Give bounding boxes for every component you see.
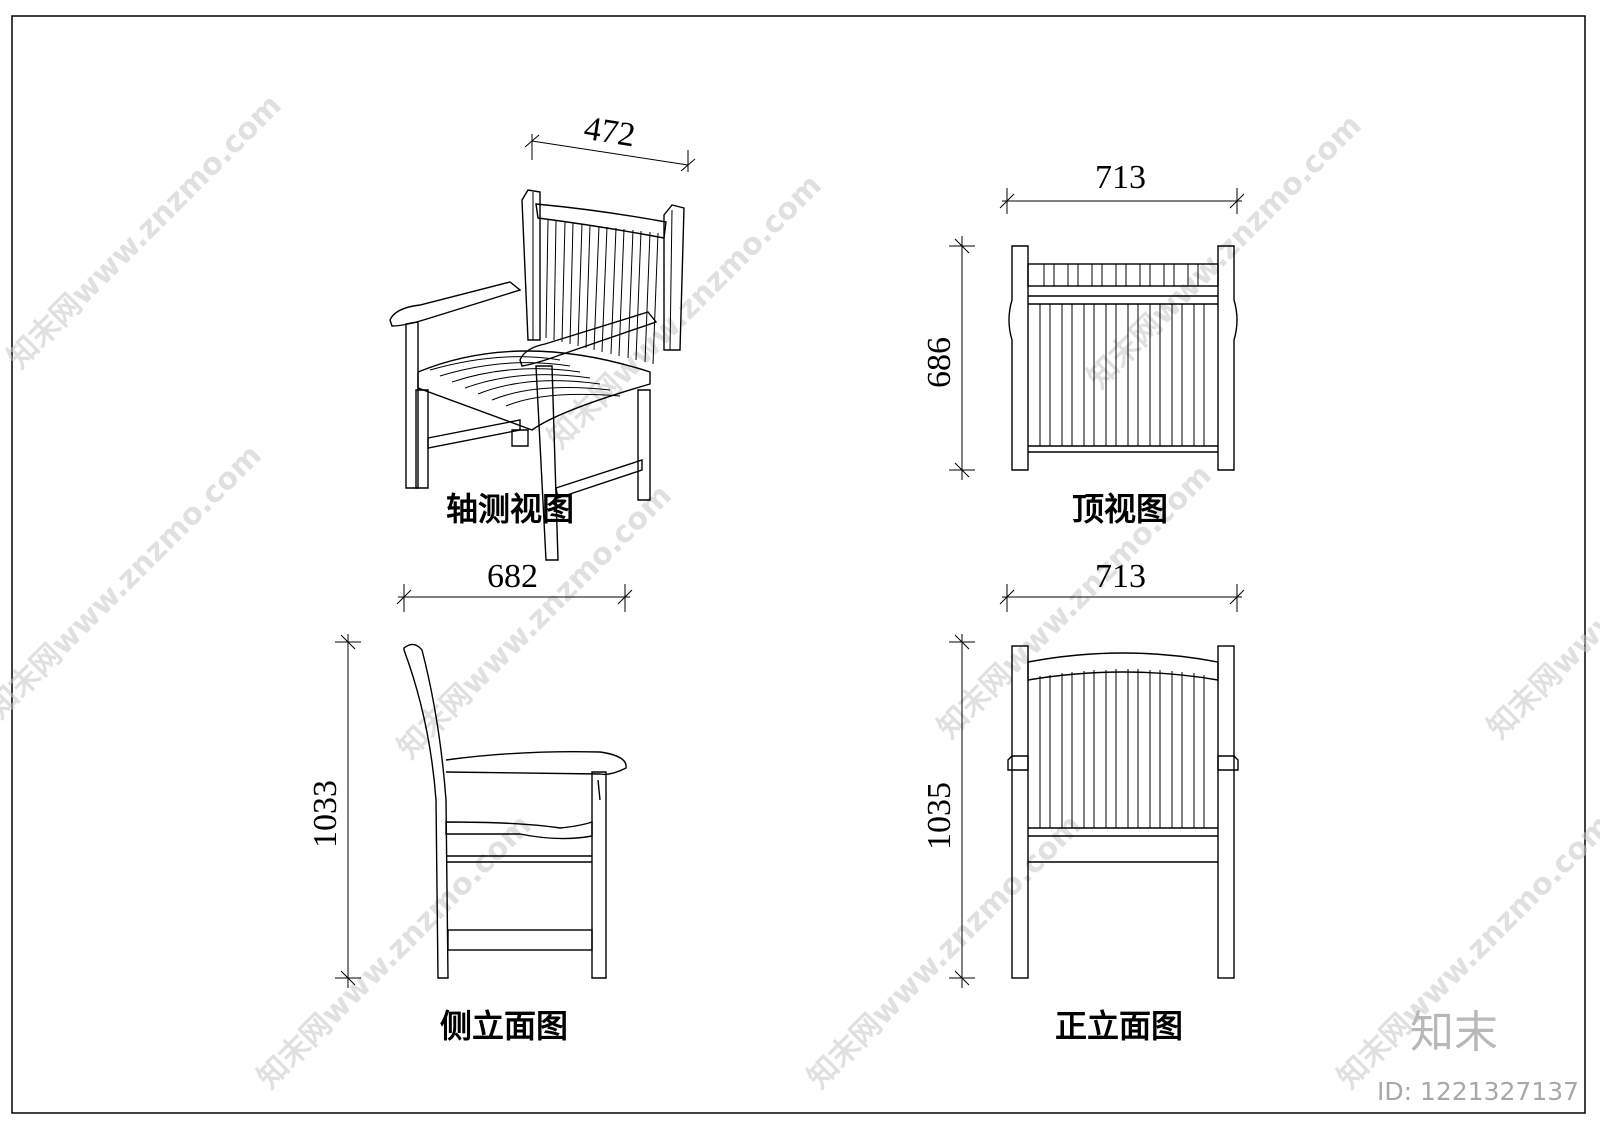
dim-front-width-text: 713 (1095, 558, 1146, 595)
dim-axonometric-width: 472 (524, 110, 696, 172)
top-view: 713 686 (921, 159, 1245, 528)
brand-logo: 知末 (1410, 1007, 1498, 1058)
watermark-text: 知末网www.znzmo.com (1081, 108, 1369, 396)
dim-top-width: 713 (999, 159, 1245, 214)
chair-front-drawing (1007, 645, 1239, 979)
watermark-text: 知末网www.znzmo.com (541, 168, 829, 456)
sheet-border (11, 15, 1586, 1114)
watermark-text: 知末网www.znzmo.com (801, 808, 1089, 1096)
chair-top-drawing (1008, 245, 1238, 471)
watermark-layer: 知末网www.znzmo.com 知末网www.znzmo.com 知末网www… (0, 88, 1600, 1096)
chair-axonometric-drawing (389, 189, 685, 561)
dim-side-height: 1033 (307, 634, 361, 988)
dim-front-height-text: 1035 (921, 782, 958, 850)
dim-front-height: 1035 (921, 634, 975, 988)
dim-side-depth-text: 682 (487, 558, 538, 595)
front-view: 713 1035 (921, 558, 1245, 1045)
dim-top-depth: 686 (921, 236, 975, 480)
dim-side-depth: 682 (396, 558, 633, 612)
watermark-text: 知末网www.znzmo.com (1481, 458, 1600, 746)
dim-front-width: 713 (999, 558, 1245, 612)
image-id: ID: 1221327137 (1377, 1077, 1579, 1106)
watermark-text: 知末网www.znzmo.com (251, 808, 539, 1096)
axonometric-view: 472 (389, 110, 696, 561)
dim-top-depth-text: 686 (921, 337, 958, 388)
label-side: 侧立面图 (440, 1007, 568, 1045)
chair-side-drawing (403, 643, 627, 979)
label-axonometric: 轴测视图 (446, 490, 574, 528)
dim-side-height-text: 1033 (307, 780, 344, 848)
watermark-text: 知末网www.znzmo.com (1, 88, 289, 376)
dim-top-width-text: 713 (1095, 159, 1146, 196)
dim-axonometric-width-text: 472 (582, 110, 638, 155)
side-view: 682 1033 侧立面图 (307, 558, 633, 1045)
watermark-text: 知末网www.znzmo.com (0, 438, 269, 726)
label-top: 顶视图 (1072, 490, 1168, 528)
label-front: 正立面图 (1055, 1007, 1183, 1045)
